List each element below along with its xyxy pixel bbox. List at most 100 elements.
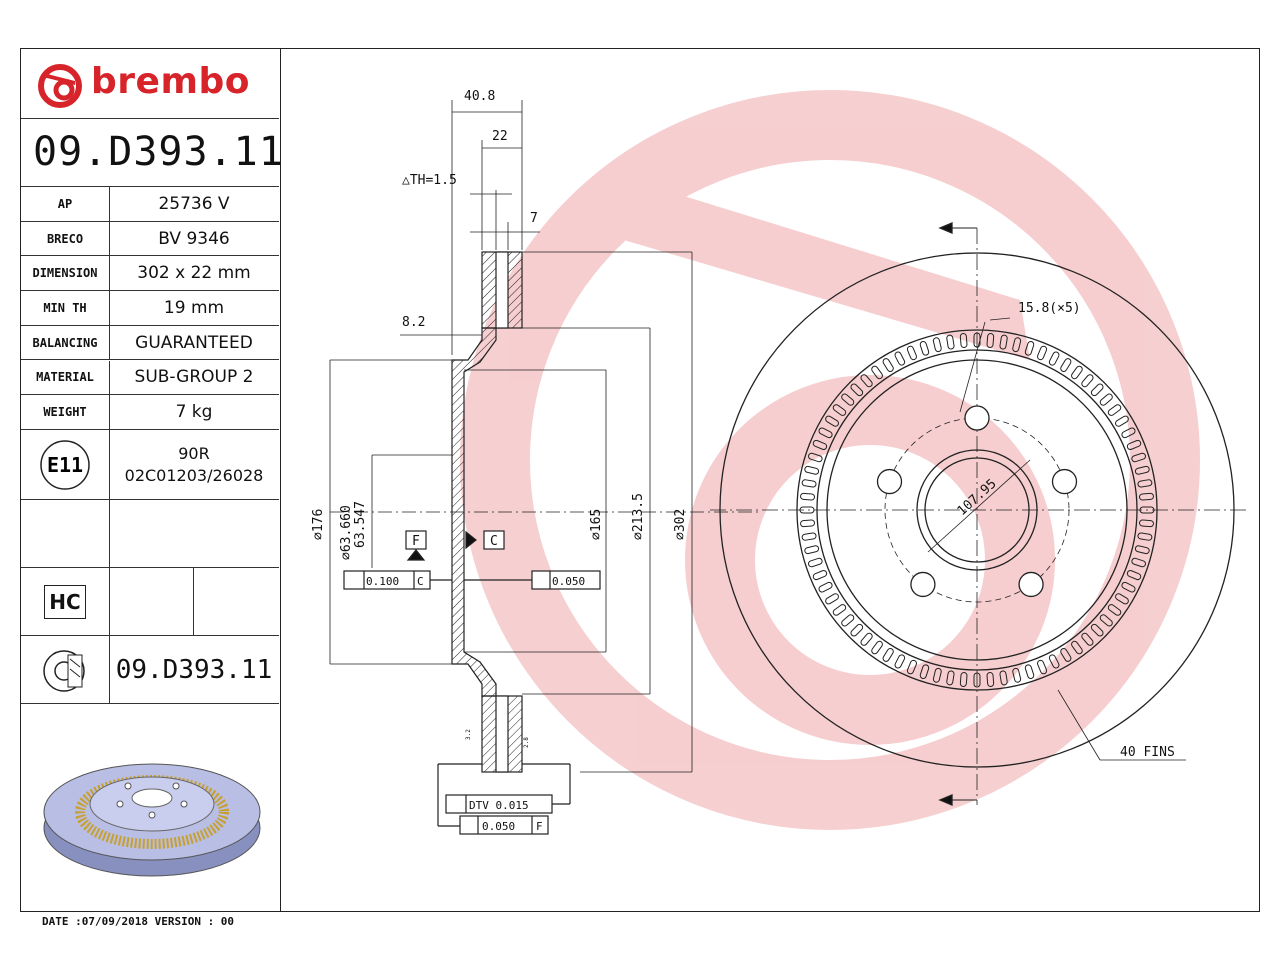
dim-d63660: ⌀63.660 bbox=[339, 505, 354, 560]
front-view bbox=[710, 222, 1250, 806]
e11-mark: E11 bbox=[21, 430, 110, 499]
fin bbox=[906, 345, 917, 361]
runout-ref: F bbox=[536, 820, 543, 833]
spec-label: BALANCING bbox=[21, 325, 110, 360]
fin bbox=[946, 670, 955, 686]
fin bbox=[1071, 365, 1083, 380]
spec-value: 19 mm bbox=[163, 297, 225, 318]
dim-d165: ⌀165 bbox=[589, 509, 604, 540]
brand-name: brembo bbox=[91, 61, 250, 102]
fin bbox=[1134, 465, 1150, 475]
spec-label: AP bbox=[21, 187, 110, 221]
fin bbox=[1060, 648, 1072, 662]
spec-value: GUARANTEED bbox=[135, 332, 253, 353]
spec-value: SUB-GROUP 2 bbox=[134, 367, 254, 388]
brembo-logo-icon bbox=[38, 64, 82, 108]
dim-flange: 7 bbox=[530, 211, 538, 226]
hc-row: HC bbox=[21, 568, 279, 636]
dtv-label: DTV 0.015 bbox=[469, 799, 529, 812]
dim-hat-offset: 8.2 bbox=[402, 315, 425, 330]
fin bbox=[1126, 439, 1142, 450]
fin bbox=[882, 358, 894, 372]
spec-row: BALANCING GUARANTEED bbox=[21, 325, 279, 361]
fin bbox=[932, 667, 942, 683]
fin bbox=[894, 351, 906, 366]
fin bbox=[841, 614, 855, 627]
bolt-hole bbox=[910, 571, 936, 598]
fin bbox=[1121, 427, 1136, 439]
spec-label: DIMENSION bbox=[21, 256, 110, 291]
fin bbox=[1115, 415, 1129, 427]
fin bbox=[1115, 593, 1129, 605]
fin bbox=[1090, 623, 1104, 637]
bottom-part-row: 09.D393.11 bbox=[21, 636, 279, 704]
fin bbox=[871, 640, 883, 655]
fins-label: 40 FINS bbox=[1120, 745, 1175, 760]
fin bbox=[808, 557, 823, 568]
runout-value: 0.050 bbox=[482, 820, 515, 833]
fin bbox=[1137, 479, 1153, 488]
fin bbox=[1131, 557, 1146, 568]
fin bbox=[1126, 570, 1142, 581]
fin bbox=[801, 532, 817, 541]
fin bbox=[919, 664, 930, 679]
tol-parallel-ref: C bbox=[417, 575, 424, 588]
tol-parallel: 0.100 bbox=[366, 575, 399, 588]
fin bbox=[1134, 545, 1150, 555]
part-number-bottom: 09.D393.11 bbox=[115, 654, 273, 685]
fin bbox=[906, 659, 917, 675]
fin bbox=[986, 671, 995, 687]
fin bbox=[1024, 341, 1035, 356]
fin bbox=[825, 415, 839, 427]
fin bbox=[1037, 659, 1048, 675]
fin bbox=[804, 545, 820, 555]
spec-label: WEIGHT bbox=[21, 395, 110, 429]
fin bbox=[812, 570, 828, 581]
spec-value: 302 x 22 mm bbox=[137, 263, 251, 284]
fin bbox=[812, 439, 828, 450]
datum-c: C bbox=[490, 534, 498, 549]
fin bbox=[825, 593, 839, 605]
dim-small-b: 2.8 bbox=[523, 737, 530, 748]
watermark-logo bbox=[460, 90, 1200, 830]
cross-section-view bbox=[329, 100, 760, 835]
fin bbox=[1048, 654, 1060, 669]
dim-thickness: 22 bbox=[492, 129, 508, 144]
fin bbox=[1139, 506, 1155, 514]
fin bbox=[1099, 614, 1113, 627]
disc-section-icon bbox=[21, 636, 110, 703]
brand-row: brembo bbox=[21, 49, 279, 119]
dim-d302: ⌀302 bbox=[673, 509, 688, 540]
fin bbox=[1138, 492, 1154, 501]
fin bbox=[894, 654, 906, 669]
dim-th-tolerance: △TH=1.5 bbox=[402, 173, 457, 188]
fin bbox=[882, 648, 894, 662]
bolt-holes bbox=[876, 405, 1078, 598]
bolt-hole bbox=[964, 405, 990, 431]
fin bbox=[818, 427, 833, 439]
spec-value: BV 9346 bbox=[158, 228, 230, 249]
fin bbox=[850, 623, 864, 637]
footer-date-version: DATE :07/09/2018 VERSION : 00 bbox=[42, 915, 235, 928]
dim-d2135: ⌀213.5 bbox=[631, 493, 646, 540]
fin bbox=[1060, 358, 1072, 372]
part-number-row: 09.D393.11 bbox=[21, 119, 283, 187]
hc-mark: HC bbox=[21, 568, 110, 635]
fin bbox=[1012, 667, 1022, 683]
fin bbox=[1081, 632, 1094, 646]
fin bbox=[973, 672, 981, 688]
fin bbox=[1131, 452, 1146, 463]
fin bbox=[1137, 532, 1153, 541]
bolt-hole bbox=[1051, 468, 1078, 495]
dim-d176: ⌀176 bbox=[311, 509, 326, 540]
approval-line2: 02C01203/26028 bbox=[124, 465, 264, 485]
dim-d63547: 63.547 bbox=[353, 501, 368, 548]
spec-label: MATERIAL bbox=[21, 360, 110, 395]
fin bbox=[800, 519, 816, 528]
